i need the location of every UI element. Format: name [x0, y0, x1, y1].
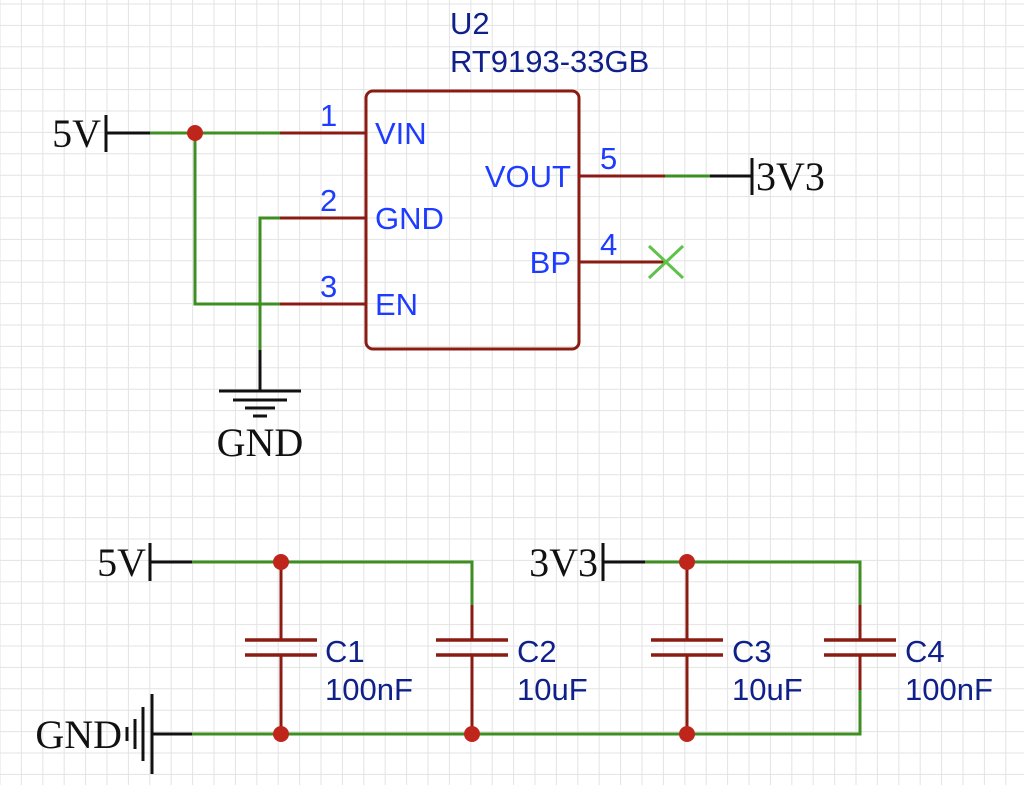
- junction-gnd-c2: [464, 726, 480, 742]
- pin-1-name: VIN: [375, 116, 427, 151]
- pin-4-number: 4: [600, 227, 617, 262]
- net-flag-3v3-lower: 3V3: [529, 540, 645, 585]
- wire-5v-rail: [192, 560, 474, 605]
- net-label-3v3-lower: 3V3: [529, 540, 598, 585]
- u2-value: RT9193-33GB: [450, 44, 649, 79]
- no-connect-marker: [647, 244, 685, 280]
- net-label-5v-upper: 5V: [52, 111, 101, 156]
- junction-3v3-c3: [679, 554, 695, 570]
- u2-body: [364, 89, 581, 351]
- wire-3v3-rail: [645, 560, 862, 605]
- c2-value: 10uF: [517, 672, 588, 707]
- capacitor-c3[interactable]: C3 10uF: [651, 562, 803, 734]
- junction-gnd-c1: [273, 726, 289, 742]
- c4-value: 100nF: [905, 672, 993, 707]
- c4-reference: C4: [905, 634, 945, 669]
- net-label-gnd-lower: GND: [35, 712, 122, 757]
- pin-3-name: EN: [375, 287, 418, 322]
- c1-reference: C1: [325, 634, 365, 669]
- upper-wires: [150, 131, 710, 350]
- pin-2-name: GND: [375, 201, 444, 236]
- pin-5-number: 5: [600, 141, 617, 176]
- net-flag-5v-upper: 5V: [52, 111, 150, 156]
- gnd-symbol-upper: GND: [217, 350, 304, 465]
- u2-reference: U2: [450, 6, 490, 41]
- pin-5-name: VOUT: [485, 159, 571, 194]
- c1-value: 100nF: [325, 672, 413, 707]
- pin-4-name: BP: [530, 245, 571, 280]
- junction-gnd-c3: [679, 726, 695, 742]
- c3-value: 10uF: [732, 672, 803, 707]
- capacitor-c2[interactable]: C2 10uF: [436, 605, 588, 734]
- wire-5v-en: [193, 133, 280, 306]
- net-label-5v-lower: 5V: [97, 540, 146, 585]
- pin-3-number: 3: [320, 269, 337, 304]
- capacitor-c4[interactable]: C4 100nF: [824, 605, 993, 707]
- c3-reference: C3: [732, 634, 772, 669]
- net-label-gnd-upper: GND: [217, 420, 304, 465]
- gnd-symbol-lower: GND: [35, 694, 192, 774]
- c2-reference: C2: [517, 634, 557, 669]
- pin-1-number: 1: [320, 98, 337, 133]
- net-flag-5v-lower: 5V: [97, 540, 192, 585]
- net-label-3v3-upper: 3V3: [756, 154, 825, 199]
- junction-5v-c1: [273, 554, 289, 570]
- net-flag-3v3-upper: 3V3: [710, 154, 825, 199]
- wire-gnd-rail: [192, 690, 862, 736]
- wire-gnd-pin: [258, 216, 280, 350]
- junction-5v-upper: [187, 125, 203, 141]
- capacitor-c1[interactable]: C1 100nF: [245, 562, 413, 734]
- u2-regulator[interactable]: U2 RT9193-33GB 1 VIN 2 GND 3 EN 5 VOUT 4…: [280, 6, 665, 351]
- pin-2-number: 2: [320, 183, 337, 218]
